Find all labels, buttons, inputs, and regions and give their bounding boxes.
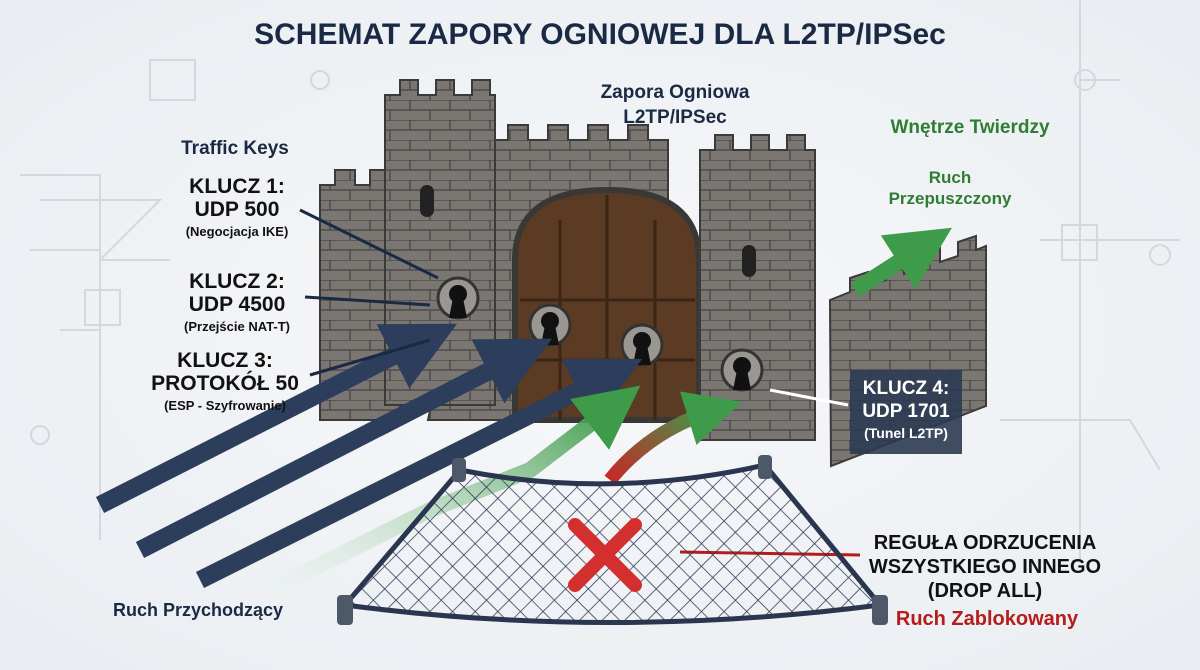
keyhole-icon xyxy=(720,348,764,392)
key1-name: KLUCZ 1: xyxy=(189,175,285,198)
key2-desc: (Przejście NAT-T) xyxy=(184,319,290,334)
keys-heading: Traffic Keys xyxy=(181,138,289,159)
blocked-label: Ruch Zablokowany xyxy=(896,608,1079,630)
background-network-lines xyxy=(20,0,1180,560)
key1-desc: (Negocjacja IKE) xyxy=(186,224,289,239)
blocked-x-icon xyxy=(568,518,642,592)
key4-desc: (Tunel L2TP) xyxy=(864,425,948,441)
drop-rule-line: REGUŁA ODRZUCENIA xyxy=(874,532,1097,554)
drop-rule-line: (DROP ALL) xyxy=(928,580,1042,602)
keyhole-icon xyxy=(436,276,480,320)
key4-name: KLUCZ 4: xyxy=(863,378,950,399)
allowed-label: Przepuszczony xyxy=(889,189,1012,208)
drop-rule-line: WSZYSTKIEGO INNEGO xyxy=(869,556,1101,578)
firewall-label: Zapora Ogniowa xyxy=(601,82,750,103)
incoming-traffic-arrows xyxy=(95,323,643,589)
key1-port: UDP 500 xyxy=(195,198,280,221)
passed-arrow xyxy=(850,227,952,297)
rejected-arrow xyxy=(604,391,742,485)
key4-port: UDP 1701 xyxy=(862,401,950,422)
key3-name: KLUCZ 3: xyxy=(177,349,273,372)
key3-port: PROTOKÓŁ 50 xyxy=(151,371,299,395)
allowed-label: Ruch xyxy=(929,168,972,187)
key3-desc: (ESP - Szyfrowanie) xyxy=(164,398,286,413)
firewall-label: L2TP/IPSec xyxy=(623,107,727,128)
key4-label-box xyxy=(850,370,962,454)
incoming-label: Ruch Przychodzący xyxy=(113,600,283,620)
inside-label: Wnętrze Twierdzy xyxy=(890,117,1049,138)
page-title: SCHEMAT ZAPORY OGNIOWEJ DLA L2TP/IPSec xyxy=(254,18,946,51)
keyhole-icon xyxy=(620,323,664,367)
key2-name: KLUCZ 2: xyxy=(189,270,285,293)
key2-port: UDP 4500 xyxy=(189,293,286,316)
keyhole-icon xyxy=(528,303,572,347)
